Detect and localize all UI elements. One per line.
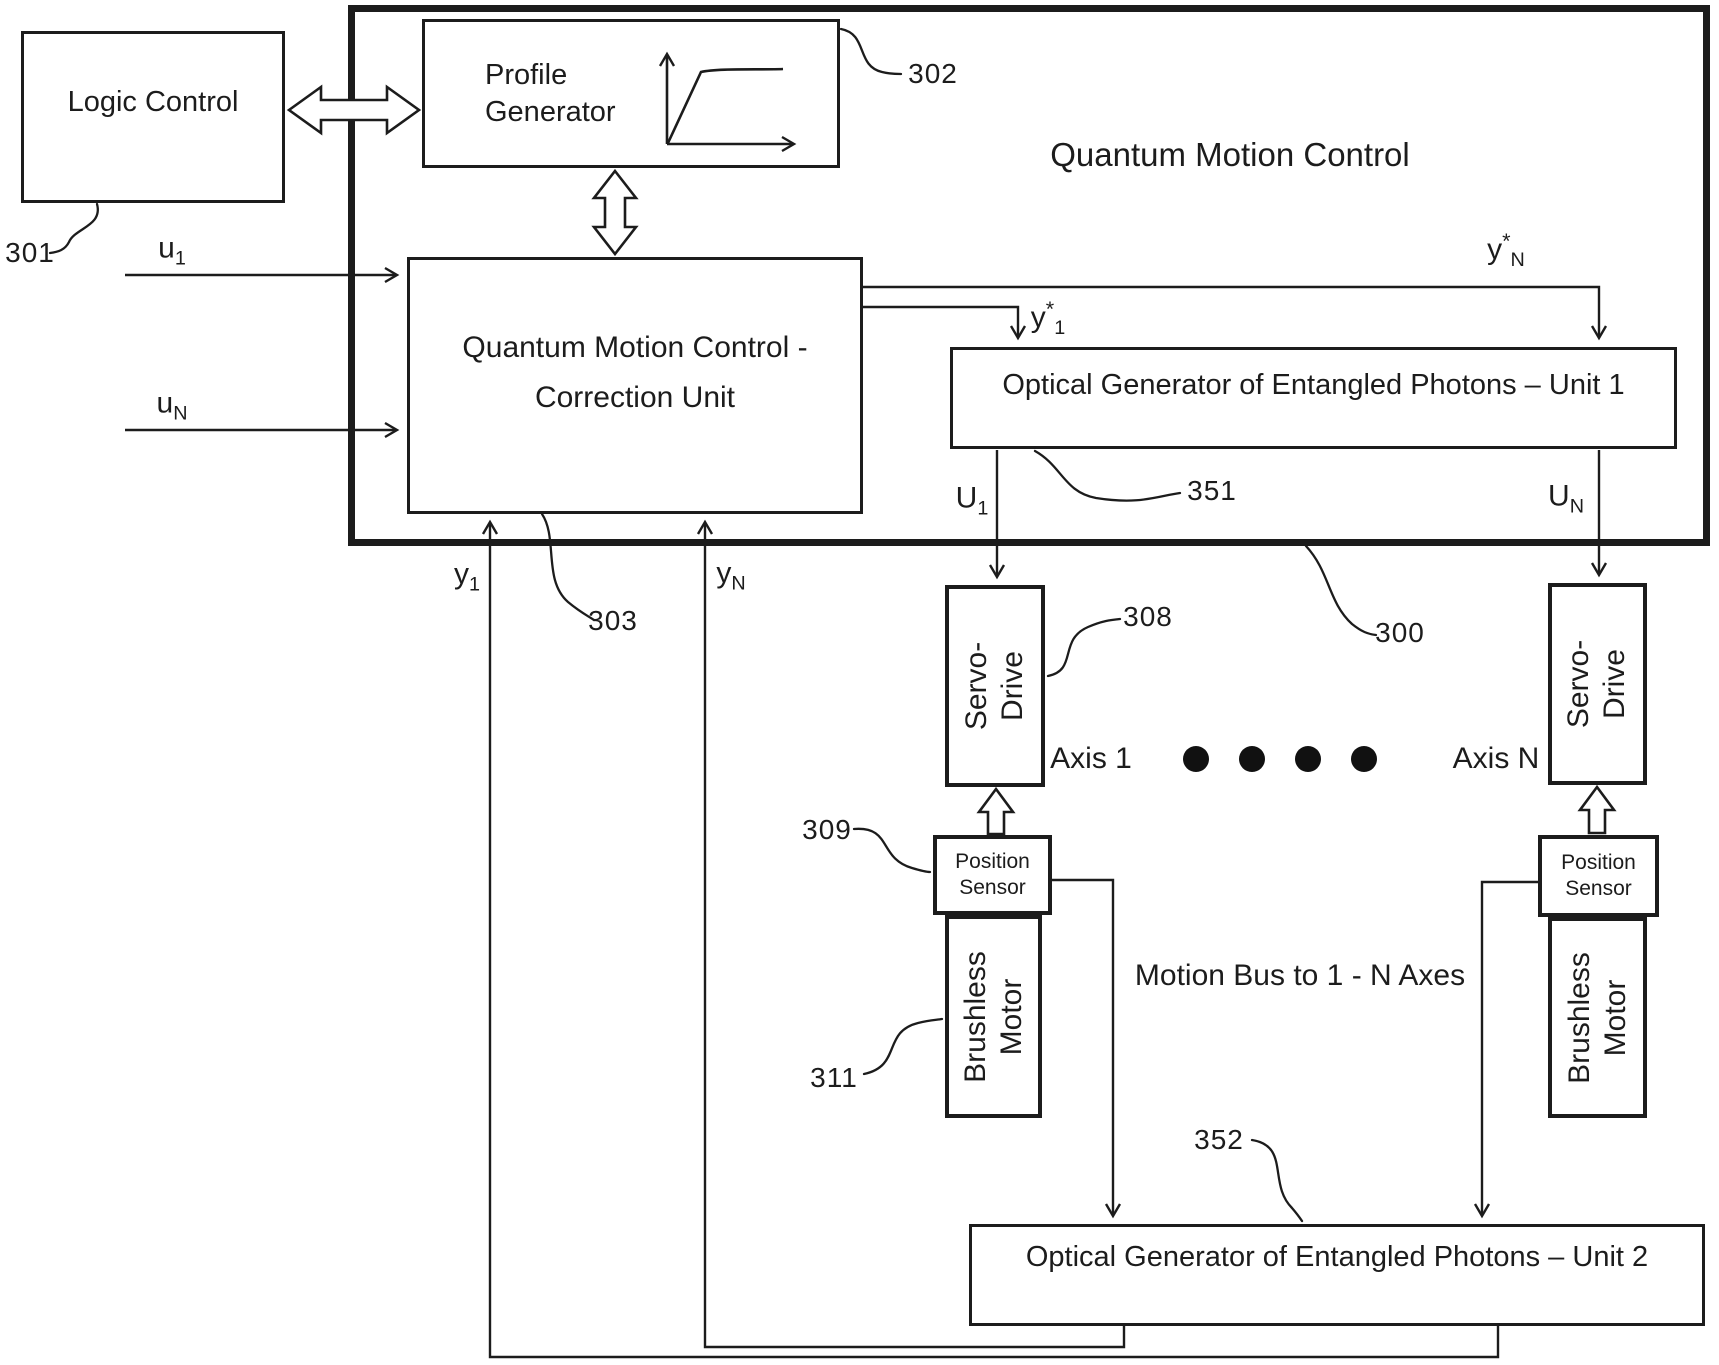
ref-311: 311: [810, 1062, 858, 1093]
position-sensor-box-axisN: Position Sensor: [1538, 835, 1659, 917]
ellipsis-dot: [1351, 746, 1377, 772]
ref-352: 352: [1194, 1124, 1244, 1155]
ref-351: 351: [1187, 475, 1237, 506]
servo-drive-label-axis1: Servo- Drive: [959, 642, 1031, 730]
ref-308-leader: [1046, 617, 1122, 678]
profile-generator-label-line2: Generator: [485, 95, 616, 128]
ref-303: 303: [588, 605, 638, 636]
ref-352-leader: [1250, 1138, 1304, 1223]
correction-unit-label-line1: Quantum Motion Control -: [462, 330, 808, 364]
servo-drive-label-axis1-line1: Servo-: [959, 641, 993, 731]
ellipsis-dot: [1239, 746, 1265, 772]
position-sensor-label-axis1-line2: Sensor: [959, 876, 1026, 899]
brushless-motor-box-axis1: Brushless Motor: [945, 915, 1042, 1118]
UN-signal-label: UN: [1548, 479, 1584, 518]
ref-301: 301: [5, 237, 55, 268]
ystarN-signal-label: y*N: [1487, 228, 1525, 271]
u1-signal-label: u1: [158, 231, 186, 270]
ref-301-leader: [48, 202, 99, 255]
position-sensor-label-axis1-line1: Position: [955, 850, 1030, 873]
optical-generator-unit2-box: Optical Generator of Entangled Photons –…: [969, 1224, 1705, 1326]
ref-302: 302: [908, 58, 958, 89]
optical-generator-unit1-label: Optical Generator of Entangled Photons –…: [1002, 368, 1625, 401]
y1-signal-label: y1: [453, 557, 481, 596]
servo-drive-label-axis1-line2: Drive: [995, 650, 1029, 722]
servo-drive-label-axisN: Servo- Drive: [1561, 640, 1633, 728]
profile-generator-box: Profile Generator: [422, 19, 840, 168]
axis1-label: Axis 1: [1050, 742, 1132, 775]
position-sensor-box-axis1: Position Sensor: [933, 835, 1052, 915]
brushless-motor-label-axis1-line2: Motor: [994, 978, 1028, 1055]
ellipsis-dot: [1183, 746, 1209, 772]
motion-bus-left-connector: [1052, 878, 1122, 1219]
ref-308: 308: [1123, 601, 1173, 632]
uN-signal-label: uN: [156, 386, 188, 425]
servo-drive-box-axisN: Servo- Drive: [1548, 583, 1647, 785]
ref-300-leader: [1304, 544, 1378, 637]
enclosure-title: Quantum Motion Control: [1050, 136, 1410, 173]
brushless-motor-label-axisN-line1: Brushless: [1562, 951, 1596, 1084]
motion-bus-label: Motion Bus to 1 - N Axes: [1134, 959, 1466, 992]
axisN-label: Axis N: [1452, 742, 1540, 775]
correction-unit-box: Quantum Motion Control - Correction Unit: [407, 257, 863, 514]
position-sensor-label-axis1: Position Sensor: [955, 849, 1030, 901]
optical-generator-unit2-label: Optical Generator of Entangled Photons –…: [1025, 1240, 1649, 1273]
brushless-motor-box-axisN: Brushless Motor: [1548, 917, 1647, 1118]
position-sensor-label-axisN-line2: Sensor: [1565, 877, 1632, 900]
brushless-motor-label-axisN-line2: Motor: [1598, 979, 1632, 1056]
ref-309: 309: [802, 814, 852, 845]
brushless-motor-label-axisN: Brushless Motor: [1562, 952, 1634, 1084]
ref-309-leader: [852, 827, 932, 874]
ellipsis-dot: [1295, 746, 1321, 772]
ystar1-signal-label: y*1: [1030, 296, 1066, 339]
correction-unit-label: Quantum Motion Control - Correction Unit: [462, 323, 807, 423]
position-sensor-label-axisN: Position Sensor: [1561, 850, 1636, 902]
logic-control-box: Logic Control: [21, 31, 285, 203]
U1-signal-label: U1: [955, 481, 989, 520]
servo-drive-label-axisN-line2: Drive: [1598, 648, 1632, 720]
axis-ellipsis: [1183, 746, 1377, 772]
brushless-motor-label-axis1-line1: Brushless: [958, 950, 992, 1083]
correction-unit-label-line2: Correction Unit: [534, 380, 736, 414]
sensor-servo-up-arrow-axisN: [1577, 784, 1617, 835]
servo-drive-box-axis1: Servo- Drive: [945, 585, 1045, 787]
ref-300: 300: [1375, 617, 1425, 648]
profile-generator-label: Profile Generator: [485, 57, 616, 131]
yN-signal-label: yN: [716, 556, 746, 595]
optical-generator-unit1-box: Optical Generator of Entangled Photons –…: [950, 347, 1677, 449]
position-sensor-label-axisN-line1: Position: [1561, 851, 1636, 874]
brushless-motor-label-axis1: Brushless Motor: [958, 951, 1030, 1083]
logic-control-label: Logic Control: [67, 85, 239, 118]
ref-311-leader: [862, 1017, 944, 1076]
profile-generator-label-line1: Profile: [485, 58, 568, 91]
motion-bus-right-connector: [1473, 880, 1538, 1219]
sensor-servo-up-arrow-axis1: [976, 786, 1016, 836]
servo-drive-label-axisN-line1: Servo-: [1562, 639, 1596, 729]
